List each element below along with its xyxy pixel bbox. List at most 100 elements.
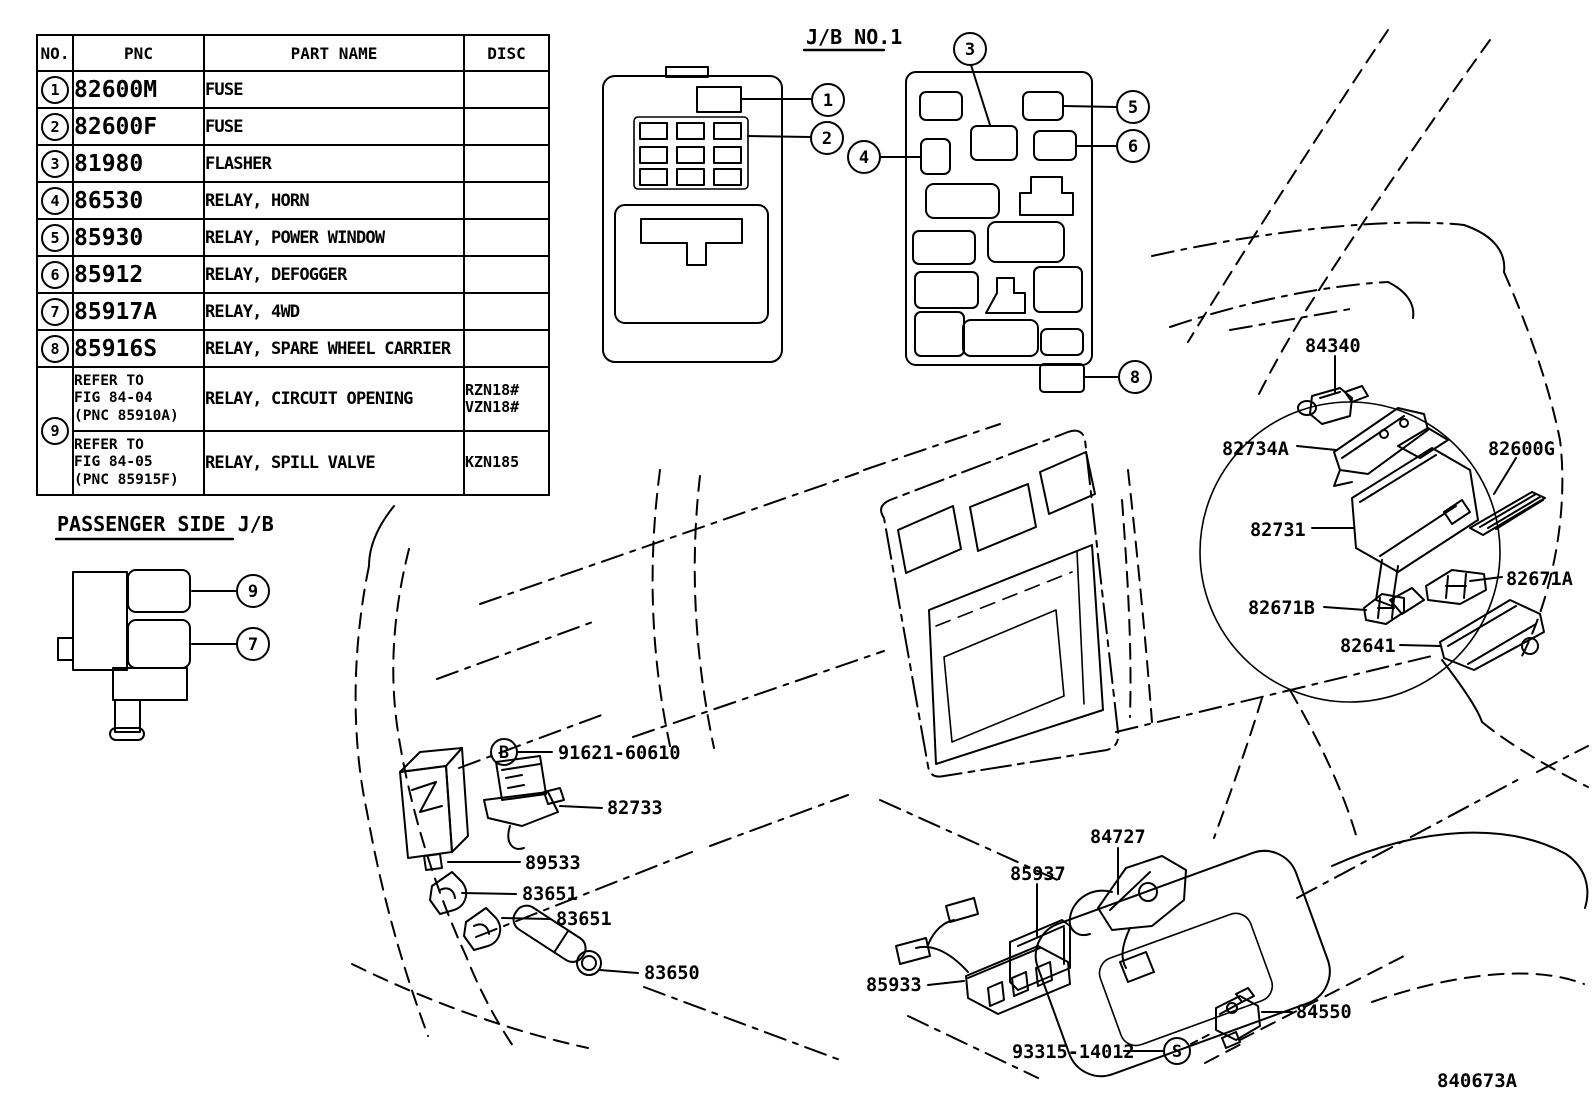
dashboard-outline-lines [351, 29, 1589, 1079]
part-sketch-84340 [1297, 385, 1369, 425]
cell-part-name: RELAY, POWER WINDOW [203, 218, 465, 257]
passenger-heading: PASSENGER SIDE J/B [57, 512, 274, 536]
callout-3: 3 [965, 40, 975, 60]
cell-part-name: RELAY, 4WD [203, 292, 465, 331]
callout-8: 8 [1130, 368, 1140, 388]
part-sketch-84727 [1068, 855, 1187, 983]
cell-disc [463, 70, 550, 109]
callout-4: 4 [859, 148, 869, 168]
cell-no: 1 [36, 70, 74, 109]
header-no: NO. [36, 34, 74, 72]
jb1-left-box [602, 66, 783, 363]
leader-lines [191, 64, 1517, 1052]
row-number-badge: 9 [41, 417, 69, 445]
row-number-badge: 1 [41, 75, 69, 104]
header-disc: DISC [463, 34, 550, 72]
callout-9: 9 [248, 582, 258, 602]
row-number-badge: 6 [41, 260, 69, 289]
cell-disc [463, 181, 550, 220]
cell-pnc-ref: REFER TO FIG 84-05 (PNC 85915F) [72, 430, 205, 496]
header-pnc: PNC [72, 34, 205, 72]
parts-table: NO. PNC PART NAME DISC 1 82600M FUSE 2 8… [36, 34, 550, 496]
callout-circles: 1 2 3 4 5 6 8 9 7 B S [236, 32, 1191, 1065]
part-sketch-89533 [399, 747, 469, 871]
part-sketch-85933 [895, 897, 1071, 1015]
label-82641: 82641 [1340, 636, 1396, 657]
part-sketch-82671a [1425, 569, 1487, 605]
callout-1: 1 [823, 91, 833, 111]
label-85937: 85937 [1010, 864, 1066, 885]
label-82734a: 82734A [1222, 439, 1289, 460]
detail-circle [1199, 401, 1501, 703]
table-row-9a: 9 REFER TO FIG 84-04 (PNC 85910A) RELAY,… [36, 366, 550, 496]
row-number-badge: 5 [41, 223, 69, 252]
part-sketch-83651-lower [463, 907, 502, 951]
cell-no: 4 [36, 181, 74, 220]
cell-part-name: RELAY, DEFOGGER [203, 255, 465, 294]
label-82671a: 82671A [1506, 569, 1573, 590]
callout-S: S [1172, 1042, 1182, 1062]
callout-7: 7 [248, 635, 258, 655]
label-82600g: 82600G [1488, 439, 1555, 460]
table-row: 1 82600M FUSE [36, 70, 550, 109]
label-83651-lower: 83651 [556, 909, 612, 930]
figure-code: 840673A [1437, 1070, 1518, 1092]
part-sketch-82731 [1351, 427, 1479, 615]
part-sketch-82641 [1439, 599, 1545, 671]
label-83650: 83650 [644, 963, 700, 984]
label-82731: 82731 [1250, 520, 1306, 541]
center-stack [880, 429, 1120, 778]
table-row: 8 85916S RELAY, SPARE WHEEL CARRIER [36, 329, 550, 368]
cell-disc [463, 144, 550, 183]
table-row: 7 85917A RELAY, 4WD [36, 292, 550, 331]
cell-pnc: 85917A [72, 292, 205, 331]
cell-disc: RZN18# VZN18# [463, 366, 550, 432]
jb1-heading: J/B NO.1 [806, 25, 902, 49]
cell-pnc: 85916S [72, 329, 205, 368]
cell-disc [463, 292, 550, 331]
label-85933: 85933 [866, 975, 922, 996]
label-82671b: 82671B [1248, 598, 1315, 619]
cell-disc [463, 255, 550, 294]
row-number-badge: 4 [41, 186, 69, 215]
cell-pnc-ref: REFER TO FIG 84-04 (PNC 85910A) [72, 366, 205, 432]
row-number-badge: 7 [41, 297, 69, 326]
table-row: 5 85930 RELAY, POWER WINDOW [36, 218, 550, 257]
part-sketch-84550 [1215, 987, 1261, 1049]
cell-no: 6 [36, 255, 74, 294]
header-part-name: PART NAME [203, 34, 465, 72]
cell-part-name: FUSE [203, 70, 465, 109]
cell-part-name: FLASHER [203, 144, 465, 183]
cell-pnc: 85912 [72, 255, 205, 294]
table-row: 6 85912 RELAY, DEFOGGER [36, 255, 550, 294]
cell-part-name: RELAY, SPARE WHEEL CARRIER [203, 329, 465, 368]
label-83651-upper: 83651 [522, 884, 578, 905]
passenger-jb-drawing [57, 569, 191, 741]
label-84340: 84340 [1305, 336, 1361, 357]
label-93315-14012: 93315-14012 [1012, 1042, 1135, 1063]
callout-5: 5 [1128, 98, 1138, 118]
cell-no-9: 9 [36, 366, 74, 496]
label-82733: 82733 [607, 798, 663, 819]
cell-pnc: 81980 [72, 144, 205, 183]
part-sketch-83651-upper [429, 871, 468, 915]
cell-part-name: RELAY, SPILL VALVE [203, 430, 465, 496]
cell-disc [463, 329, 550, 368]
part-sketch-82671b [1363, 593, 1405, 625]
cell-pnc: 82600M [72, 70, 205, 109]
cell-disc: KZN185 [463, 430, 550, 496]
label-89533: 89533 [525, 853, 581, 874]
cell-pnc: 85930 [72, 218, 205, 257]
table-row: 4 86530 RELAY, HORN [36, 181, 550, 220]
cell-part-name: RELAY, CIRCUIT OPENING [203, 366, 465, 432]
row-number-badge: 8 [41, 334, 69, 363]
cell-no: 8 [36, 329, 74, 368]
table-header-row: NO. PNC PART NAME DISC [36, 34, 550, 72]
cell-part-name: RELAY, HORN [203, 181, 465, 220]
part-sketch-82600g [1469, 491, 1546, 536]
cell-no: 2 [36, 107, 74, 146]
part-sketch-83650 [512, 904, 602, 976]
cell-pnc: 86530 [72, 181, 205, 220]
label-84727: 84727 [1090, 827, 1146, 848]
